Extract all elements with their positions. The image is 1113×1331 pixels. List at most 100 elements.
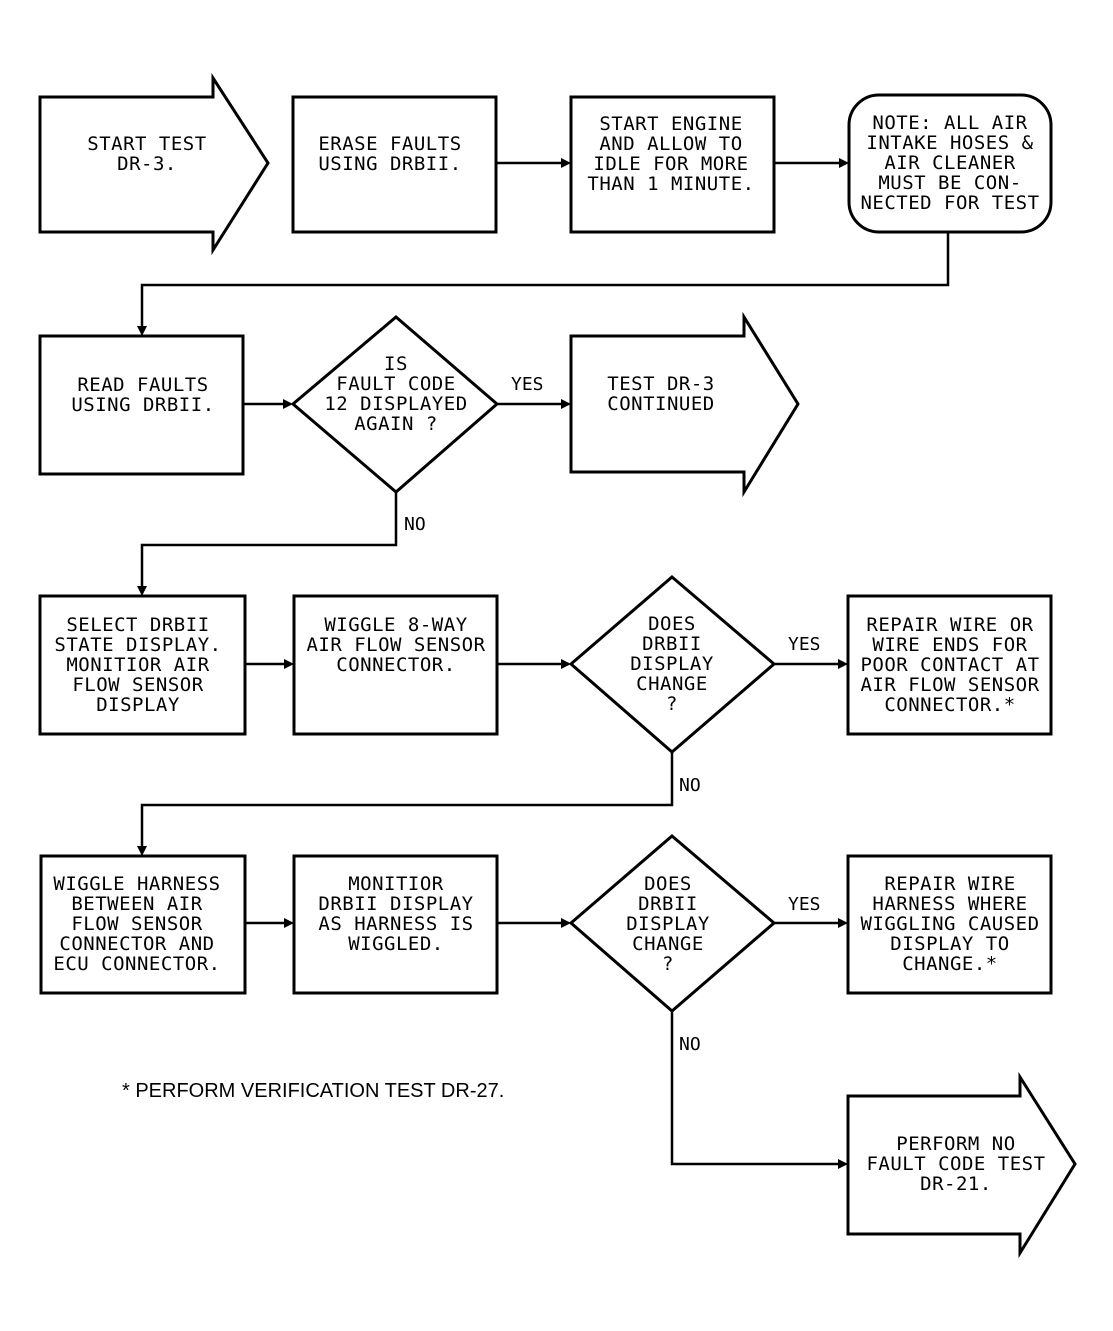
perform-no-fault-arrow-shape [846,1071,1077,1259]
arrowhead [839,158,849,168]
node-label-line: REPAIR WIRE [884,873,1015,895]
node-label-line: WIRE ENDS FOR [872,634,1027,656]
node-label-line: DISPLAY [626,913,710,935]
monitor-display-box [292,854,499,995]
connector-decision-no-to-select [140,492,398,588]
start-engine-box [569,95,776,234]
arrowhead [838,659,848,669]
arrowhead [561,659,571,669]
node-label-line: START ENGINE [599,113,742,135]
arrowhead [838,918,848,928]
node-label-line: INTAKE HOSES & [866,132,1033,154]
node-label-line: DOES [644,873,692,895]
arrowhead [561,399,571,409]
wiggle-connector-box [292,594,499,736]
node-label-line: STATE DISPLAY. [54,634,221,656]
node-label-line: TEST DR-3 [607,373,714,395]
node-label-line: MONITIOR [348,873,444,895]
node-label-line: AS HARNESS IS [318,913,473,935]
node-label-line: CHANGE.* [902,953,998,975]
node-label-line: 12 DISPLAYED [324,393,467,415]
node-label-line: HARNESS WHERE [872,893,1027,915]
node-label-line: USING DRBII. [318,153,461,175]
node-label-line: ECU CONNECTOR. [53,953,220,975]
arrowhead [283,399,293,409]
node-label-line: CONNECTOR. [336,654,455,676]
arrowhead [137,326,147,336]
read-faults-box [38,334,245,476]
node-label-line: DR-3. [117,153,177,175]
node-label-line: DISPLAY [96,694,180,716]
node-label-line: DRBII [638,893,698,915]
node-label-line: DRBII DISPLAY [318,893,473,915]
node-label-line: ? [662,953,674,975]
node-label-line: FLOW SENSOR [72,674,203,696]
note-hoses-box [847,93,1053,234]
node-label-line: REPAIR WIRE OR [866,614,1033,636]
node-label-line: POOR CONTACT AT [860,654,1039,676]
test-continued-arrow-shape [569,311,800,498]
wiggle-harness-box [39,854,247,995]
connector-decision-no-to-wiggle-harness [140,752,674,848]
node-label-line: MONITIOR AIR [66,654,209,676]
node-label-line: START TEST [87,133,206,155]
connector-note-to-read-faults [140,232,950,328]
node-label-line: CONNECTOR AND [59,933,214,955]
node-label-line: IDLE FOR MORE [593,153,748,175]
arrowhead [561,158,571,168]
node-label-line: WIGGLE 8-WAY [324,614,467,636]
node-label-line: WIGGLING CAUSED [860,913,1039,935]
arrowhead [838,1159,848,1169]
node-label-line: WIGGLED. [348,933,444,955]
node-label-line: NECTED FOR TEST [860,192,1039,214]
node-label-line: USING DRBII. [71,394,214,416]
node-label-line: FAULT CODE TEST [866,1153,1045,1175]
edge-label-no: NO [679,775,701,796]
verification-footnote: * PERFORM VERIFICATION TEST DR-27. [122,1080,504,1102]
node-label-line: AND ALLOW TO [599,133,742,155]
edge-label-yes: YES [788,894,821,915]
node-label-line: SELECT DRBII [66,614,209,636]
edge-label-yes: YES [788,634,821,655]
node-label-line: ? [666,693,678,715]
repair-harness-box [846,854,1053,995]
edge-label-yes: YES [511,374,544,395]
node-label-line: ERASE FAULTS [318,133,461,155]
arrowhead [284,659,294,669]
connector-decision-no-to-perform [670,1011,840,1166]
node-label-line: IS [384,353,408,375]
node-label-line: DOES [648,613,696,635]
node-label-line: AIR FLOW SENSOR [306,634,485,656]
arrowhead [561,918,571,928]
node-label-line: CHANGE [632,933,704,955]
node-label-line: AIR FLOW SENSOR [860,674,1039,696]
repair-wire-ends-box [846,594,1053,736]
node-label-line: BETWEEN AIR [71,893,202,915]
arrowhead [137,586,147,596]
node-label-line: WIGGLE HARNESS [53,873,220,895]
node-label-line: DISPLAY TO [890,933,1009,955]
node-label-line: CONTINUED [607,393,714,415]
node-label-line: FAULT CODE [336,373,455,395]
node-label-line: AGAIN ? [354,413,438,435]
node-label-line: DISPLAY [630,653,714,675]
arrowhead [137,846,147,856]
node-label-line: READ FAULTS [77,374,208,396]
node-label-line: NOTE: ALL AIR [872,112,1027,134]
node-label-line: PERFORM NO [896,1133,1015,1155]
arrowhead [284,918,294,928]
